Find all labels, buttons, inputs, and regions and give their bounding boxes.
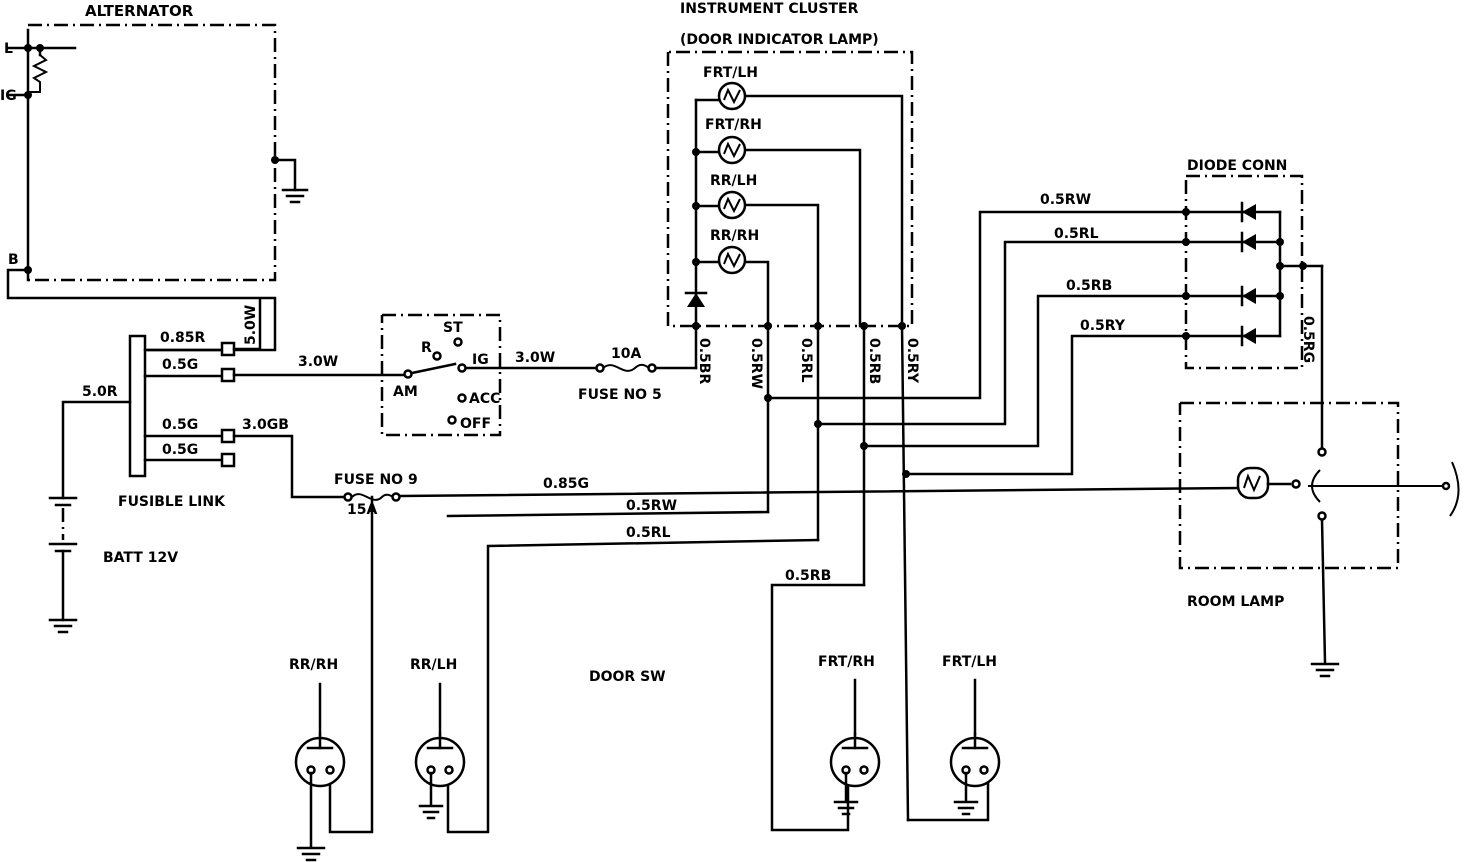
door-switch-wires: 0.5RW 0.5RL 0.5RB — [446, 498, 990, 834]
fuse-rating-label: 10A — [611, 346, 641, 362]
wire-label: 0.5RW — [626, 498, 677, 514]
wire-label: 0.5RB — [785, 568, 831, 584]
wire-label: 0.5RY — [1080, 318, 1126, 334]
page-title: INSTRUMENT CLUSTER — [680, 1, 859, 17]
wire-label: 0.5RG — [1300, 316, 1316, 363]
diode-feed-wires: 0.5RW 0.5RL 0.5RB 0.5RY — [764, 192, 1282, 822]
wire-label: 0.5RL — [798, 338, 814, 383]
alternator-ig-terminal: IG — [0, 88, 17, 104]
fuse-rating-label: 15A — [347, 502, 377, 518]
wire-label: 0.85R — [160, 330, 206, 346]
fuse-name-label: FUSE NO 9 — [334, 472, 418, 488]
room-lamp: ROOM LAMP — [1178, 401, 1460, 678]
room-lamp-label: ROOM LAMP — [1187, 594, 1284, 610]
lamp-rr-lh: RR/LH — [710, 173, 757, 220]
switch-label: RR/LH — [410, 657, 457, 673]
wire-label: 0.85G — [543, 476, 589, 492]
cluster-subtitle: (DOOR INDICATOR LAMP) — [680, 32, 879, 48]
wire-label: 0.5RL — [1054, 226, 1099, 242]
lamp-label: RR/LH — [710, 173, 757, 189]
wire-label: 0.5RB — [866, 338, 882, 384]
ignition-switch: 3.0W ST R IG AM ACC OFF 3.0W — [232, 313, 698, 437]
alternator-b-terminal: B — [8, 252, 19, 268]
switch-label: RR/RH — [289, 657, 338, 673]
alternator: ALTERNATOR L IG B — [0, 2, 309, 352]
resistor-symbol — [28, 54, 49, 93]
lamp-icon — [1236, 466, 1270, 500]
diode-icon — [1240, 325, 1256, 347]
door-switch-rr-rh: RR/RH — [289, 657, 346, 862]
wire-label: 0.5G — [162, 357, 198, 373]
wire-label: 0.5RW — [748, 338, 764, 389]
wire-label: 0.5RL — [626, 525, 671, 541]
wire-label: 0.5RW — [1040, 192, 1091, 208]
wire-label: 0.5RY — [904, 338, 920, 384]
ground-icon — [296, 846, 326, 862]
lamp-rr-rh: RR/RH — [710, 228, 759, 275]
lamp-label: FRT/RH — [705, 117, 762, 133]
ignition-off-label: OFF — [460, 416, 491, 432]
ground-icon — [953, 800, 979, 816]
battery-label: BATT 12V — [103, 550, 178, 566]
wire-label: 5.0R — [82, 384, 118, 400]
lamp-label: FRT/LH — [703, 65, 758, 81]
lamp-frt-rh: FRT/RH — [705, 117, 762, 165]
alternator-label: ALTERNATOR — [85, 2, 194, 20]
wire-label: 0.5RB — [1066, 278, 1112, 294]
ignition-r-label: R — [421, 340, 432, 356]
wire-label: 3.0W — [298, 354, 338, 370]
wire-label: 5.0W — [243, 305, 259, 345]
wire-label: 0.5G — [162, 442, 198, 458]
ignition-st-label: ST — [443, 320, 463, 336]
door-sw-label: DOOR SW — [589, 669, 666, 685]
wire-label: 3.0W — [515, 350, 555, 366]
wire-label: 0.5BR — [696, 338, 712, 384]
diode-icon — [1240, 231, 1256, 253]
ground-icon — [48, 618, 78, 634]
door-switch-frt-lh: FRT/LH — [942, 654, 1001, 816]
ground-icon — [833, 800, 859, 816]
fuse-no-9: 3.0GB FUSE NO 9 15A 0.85G — [232, 417, 1240, 834]
lamp-frt-lh: FRT/LH — [703, 65, 758, 111]
ignition-acc-label: ACC — [469, 391, 500, 407]
ground-icon — [418, 804, 444, 820]
door-switch-frt-rh: FRT/RH — [818, 654, 881, 816]
door-switch-rr-lh: RR/LH — [410, 657, 466, 820]
fuse-no-5: 10A FUSE NO 5 — [578, 346, 662, 403]
fusible-link-label: FUSIBLE LINK — [118, 494, 226, 510]
ground-icon — [281, 188, 309, 204]
alternator-l-terminal: L — [4, 41, 13, 57]
lamp-label: RR/RH — [710, 228, 759, 244]
diode-icon — [1240, 285, 1256, 307]
switch-label: FRT/RH — [818, 654, 875, 670]
fusible-link: 0.85R 5.0W 0.5G 0.5G 0.5G FUSIBLE LINK — [118, 298, 262, 510]
diode-conn: DIODE CONN 0.5RG — [1182, 158, 1324, 452]
wire-label: 3.0GB — [242, 417, 289, 433]
ignition-ig-label: IG — [472, 352, 489, 368]
fuse-name-label: FUSE NO 5 — [578, 387, 662, 403]
diode-conn-label: DIODE CONN — [1187, 158, 1287, 174]
diode-icon — [1240, 201, 1256, 223]
switch-label: FRT/LH — [942, 654, 997, 670]
diode-icon — [687, 293, 705, 307]
battery: 5.0R BATT 12V — [48, 384, 178, 634]
wire-label: 0.5G — [162, 417, 198, 433]
ignition-am-label: AM — [393, 384, 418, 400]
instrument-cluster: INSTRUMENT CLUSTER (DOOR INDICATOR LAMP)… — [666, 1, 920, 389]
ground-icon — [1310, 662, 1340, 678]
